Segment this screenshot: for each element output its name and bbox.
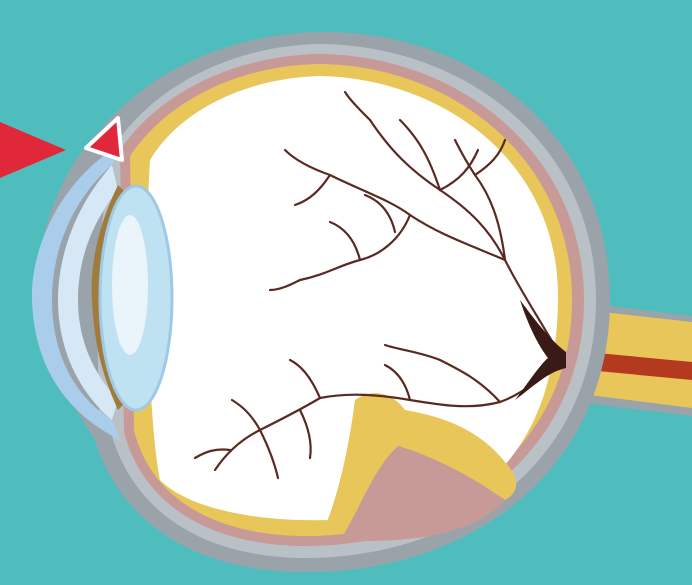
eye-diagram [0,0,692,585]
eye-illustration [0,0,692,585]
